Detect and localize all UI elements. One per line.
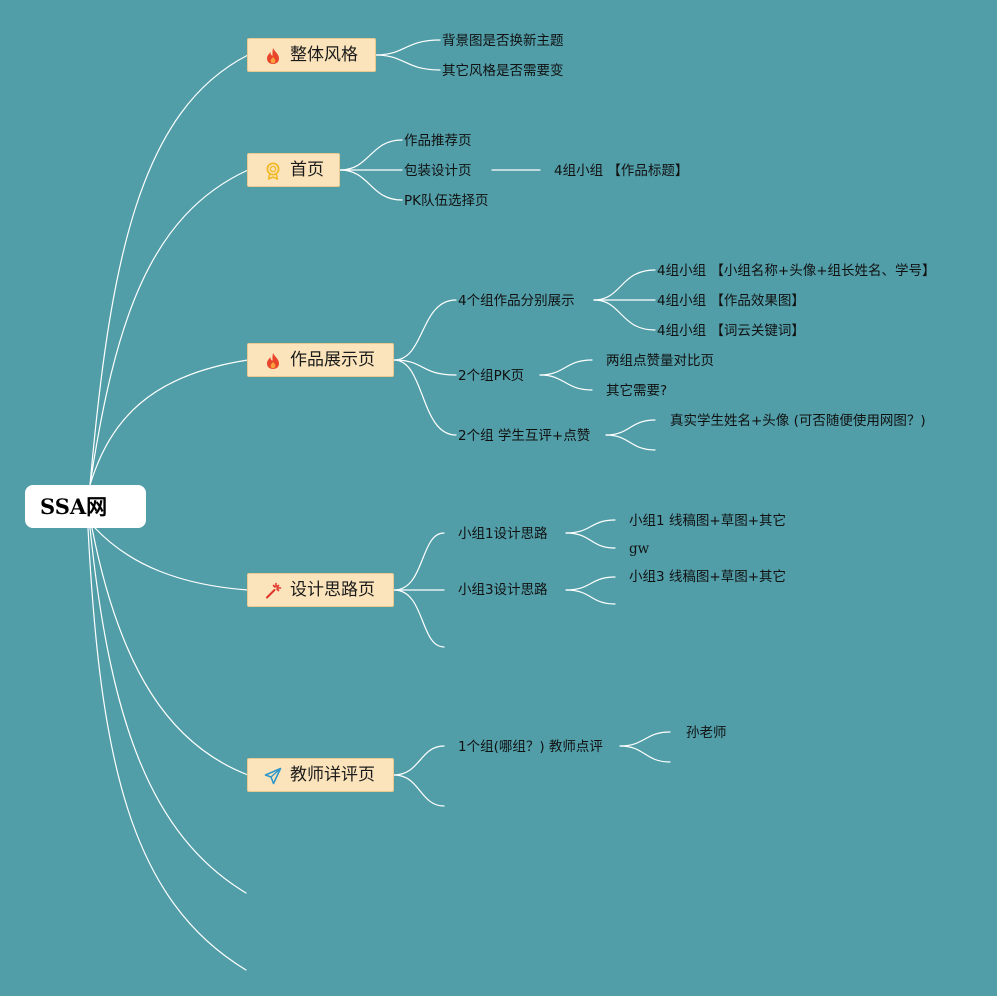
link-style-1 [375, 39, 441, 56]
fire-icon [267, 48, 279, 64]
branch-design-ideas[interactable]: 设计思路页 [247, 573, 394, 607]
leaf-group1-sketches[interactable]: 小组1 线稿图+草图+其它 [629, 513, 787, 529]
magic-wand-icon [266, 582, 282, 599]
paper-plane-icon [264, 767, 282, 785]
branch-label: 首页 [290, 160, 324, 180]
fire-icon [267, 353, 279, 369]
link-teacher-2 [393, 774, 445, 807]
branch-works-display[interactable]: 作品展示页 [247, 343, 394, 377]
link-design-g3 [565, 576, 616, 591]
link-teacher-g1 [619, 731, 671, 747]
leaf-group3-sketches[interactable]: 小组3 线稿图+草图+其它 [629, 569, 787, 585]
award-medal-icon [266, 162, 280, 180]
link-design-g1 [565, 519, 616, 534]
link-works-2 [393, 359, 457, 376]
leaf-package-design[interactable]: 包装设计页 [404, 163, 472, 179]
leaf-other-needs[interactable]: 其它需要? [606, 383, 668, 399]
link-style-2 [375, 54, 441, 71]
link-works-1 [393, 299, 457, 361]
branch-label: 教师详评页 [290, 765, 375, 785]
link-root-empty-2 [87, 527, 247, 971]
link-root-design [94, 527, 249, 591]
link-design-1 [393, 532, 445, 591]
leaf-gw[interactable]: gw [629, 541, 650, 557]
link-teacher-g2 [619, 745, 671, 763]
link-design-g4 [565, 589, 616, 605]
link-works-g7 [605, 434, 656, 451]
leaf-pk-team-select[interactable]: PK队伍选择页 [404, 193, 489, 209]
branch-teacher-review[interactable]: 教师详评页 [247, 758, 394, 792]
leaf-group3-design[interactable]: 小组3设计思路 [458, 582, 548, 598]
link-design-g2 [565, 532, 616, 549]
leaf-two-groups-peer-review[interactable]: 2个组 学生互评+点赞 [458, 428, 591, 444]
branch-label: 设计思路页 [290, 580, 375, 600]
leaf-group-name-avatar[interactable]: 4组小组 【小组名称+头像+组长姓名、学号】 [657, 263, 936, 279]
leaf-group-work-title[interactable]: 4组小组 【作品标题】 [554, 163, 689, 179]
link-works-g6 [605, 419, 656, 436]
leaf-likes-compare[interactable]: 两组点赞量对比页 [606, 353, 714, 369]
link-works-3 [393, 359, 457, 436]
link-root-teacher [91, 527, 249, 776]
link-root-works [89, 359, 249, 486]
link-root-home [89, 169, 249, 486]
link-root-style [89, 54, 249, 486]
branch-label: 整体风格 [290, 45, 358, 65]
link-home-3 [339, 169, 403, 201]
leaf-group-effect-image[interactable]: 4组小组 【作品效果图】 [657, 293, 805, 309]
link-root-empty-1 [89, 527, 247, 894]
root-node[interactable]: SSA网 [25, 485, 146, 528]
leaf-teacher-sun[interactable]: 孙老师 [686, 725, 727, 741]
branch-overall-style[interactable]: 整体风格 [247, 38, 376, 72]
link-works-g1 [593, 269, 656, 301]
leaf-other-style[interactable]: 其它风格是否需要变 [442, 63, 564, 79]
branch-home-page[interactable]: 首页 [247, 153, 340, 187]
leaf-works-recommend[interactable]: 作品推荐页 [404, 133, 472, 149]
link-home-1 [339, 139, 403, 171]
leaf-real-student-info[interactable]: 真实学生姓名+头像 (可否随便使用网图？) [670, 413, 926, 429]
link-works-g3 [593, 299, 656, 331]
leaf-group-word-cloud[interactable]: 4组小组 【词云关键词】 [657, 323, 805, 339]
leaf-two-groups-pk[interactable]: 2个组PK页 [458, 368, 525, 384]
link-design-3 [393, 589, 445, 648]
link-works-g5 [539, 374, 593, 391]
link-works-g4 [539, 359, 593, 376]
leaf-background-theme[interactable]: 背景图是否换新主题 [442, 33, 564, 49]
leaf-teacher-comment[interactable]: 1个组(哪组？) 教师点评 [458, 739, 603, 755]
branch-label: 作品展示页 [290, 350, 375, 370]
leaf-group1-design[interactable]: 小组1设计思路 [458, 526, 548, 542]
link-teacher-1 [393, 745, 445, 776]
leaf-four-groups-display[interactable]: 4个组作品分别展示 [458, 293, 575, 309]
